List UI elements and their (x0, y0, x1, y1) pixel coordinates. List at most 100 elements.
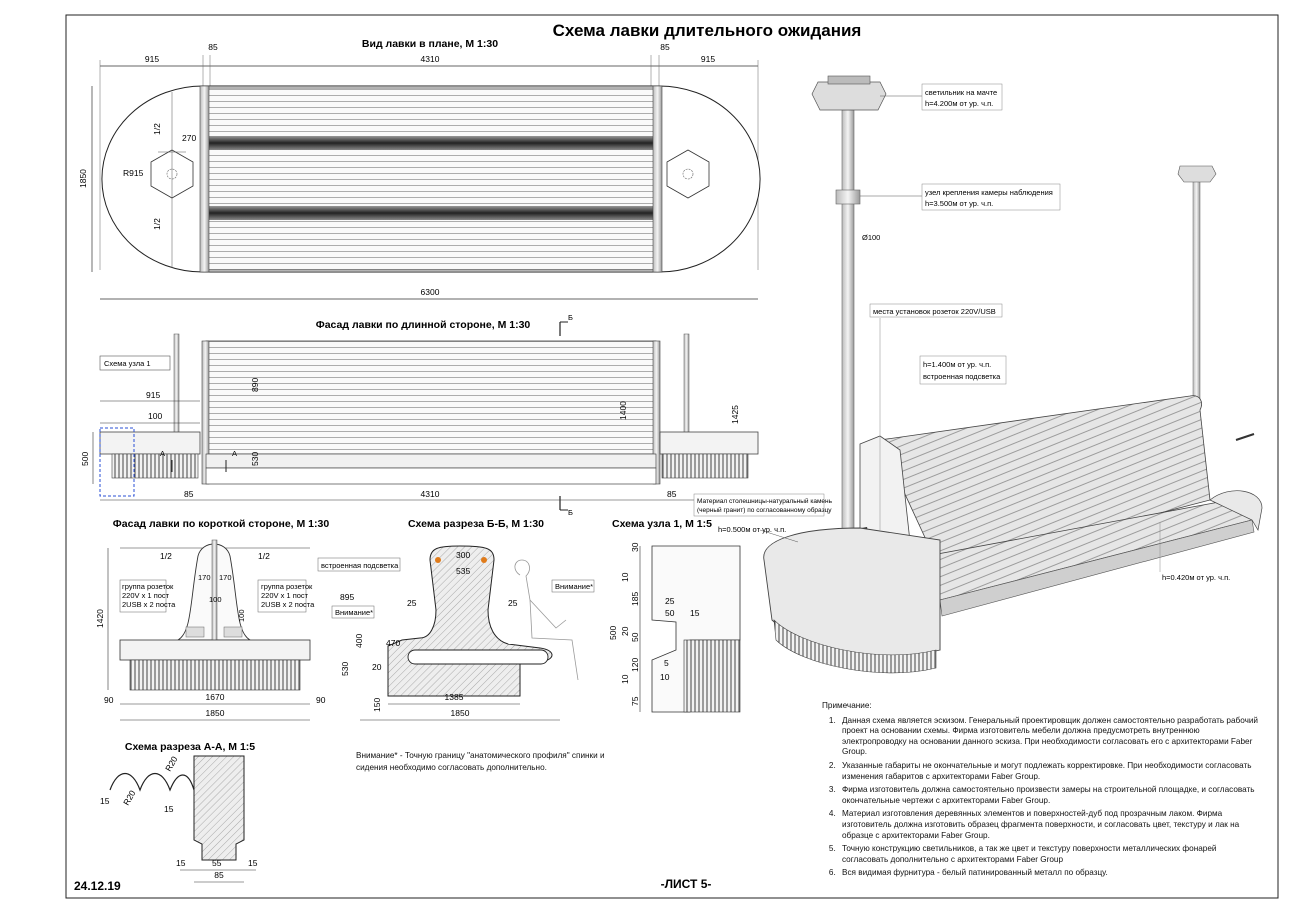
callout-h420: h=0.420м от ур. ч.п. (1162, 573, 1230, 582)
node-1-dim-500: 500 (608, 626, 618, 640)
callout-h500: h=0.500м от ур. ч.п. (718, 525, 786, 534)
plan-slats (205, 87, 657, 271)
facade-short-dim-100-left: 100 (209, 595, 222, 604)
section-mark-top: Б (568, 313, 573, 322)
facade-short-socket-left-3: 2USB x 2 поста (122, 600, 176, 609)
facade-long-dim-85-left: 85 (184, 489, 194, 499)
section-bb-dim-20: 20 (372, 662, 382, 672)
facade-long-title: Фасад лавки по длинной стороне, М 1:30 (316, 319, 531, 331)
callout-lamp-line2: h=4.200м от ур. ч.п. (925, 99, 993, 108)
facade-long-dim-530: 530 (250, 452, 260, 466)
facade-long-dim-500: 500 (80, 452, 90, 466)
lamp-post-back (1192, 179, 1201, 401)
section-aa-dim-15-d: 15 (248, 858, 258, 868)
node-1-highlight (99, 427, 135, 497)
facade-short-socket-right-1: группа розеток (261, 582, 313, 591)
section-aa-profile (193, 755, 245, 861)
section-bb-dim-1850: 1850 (451, 708, 470, 718)
facade-short-socket-left-2: 220V x 1 пост (122, 591, 170, 600)
section-aa-r20-b: R20 (121, 788, 138, 807)
bench-back (879, 395, 1211, 571)
facade-long-dim-4310: 4310 (421, 489, 440, 499)
section-mark-bottom: Б (568, 508, 573, 517)
facade-short-socket-right-3: 2USB x 2 поста (261, 600, 315, 609)
callout-lamp-line1: светильник на мачте (925, 88, 997, 97)
plan-dim-4310: 4310 (421, 54, 440, 64)
section-bb-dim-535: 535 (456, 566, 470, 576)
plan-dim-270: 270 (182, 133, 196, 143)
section-bb-light-label: встроенная подсветка (321, 561, 399, 570)
node-1-dim-10b: 10 (620, 674, 630, 684)
section-bb-dim-1385: 1385 (445, 692, 464, 702)
plan-dim-915-left: 915 (145, 54, 159, 64)
section-bb-dim-25-right: 25 (508, 598, 518, 608)
section-aa-dim-15-c: 15 (176, 858, 186, 868)
facade-long-view: Фасад лавки по длинной стороне, М 1:30 Б… (80, 313, 759, 517)
a-mark-right: A (232, 449, 237, 458)
perspective-view: светильник на мачте h=4.200м от ур. ч.п.… (693, 75, 1263, 674)
warning-note: Внимание* - Точную границу "анатомическо… (356, 751, 605, 772)
node-1-dim-20: 20 (620, 626, 630, 636)
facade-long-dim-100: 100 (148, 411, 162, 421)
section-bb-dim-895: 895 (340, 592, 354, 602)
notes-block: Примечание: Данная схема является эскизо… (822, 701, 1262, 882)
callout-camera-line2: h=3.500м от ур. ч.п. (925, 199, 993, 208)
facade-long-dim-1425: 1425 (730, 405, 740, 424)
callout-sockets: места установок розеток 220V/USB (873, 307, 996, 316)
note-item: Вся видимая фурнитура - белый патинирова… (838, 868, 1262, 879)
node-1-dim-185: 185 (630, 592, 640, 606)
lamp-head-back (1177, 165, 1217, 183)
lamp-head-front (811, 81, 887, 111)
callout-diameter: Ø100 (862, 233, 880, 242)
notes-heading: Примечание: (822, 701, 872, 710)
facade-short-dim-170-left: 170 (198, 573, 211, 582)
plan-dim-r915: R915 (123, 168, 144, 178)
node-1-dim-120: 120 (630, 658, 640, 672)
note-item: Указанные габариты не окончательные и мо… (838, 761, 1262, 782)
node-1-title: Схема узла 1, М 1:5 (612, 518, 712, 530)
node-1-dim-30: 30 (630, 542, 640, 552)
node-1-dim-75: 75 (630, 696, 640, 706)
facade-short-half-left: 1/2 (160, 551, 172, 561)
facade-long-dim-1400: 1400 (618, 401, 628, 420)
section-bb-view: Схема разреза Б-Б, М 1:30 300 535 встрое… (317, 518, 595, 721)
facade-long-dim-890: 890 (250, 378, 260, 392)
node-1-dim-10c: 10 (660, 672, 670, 682)
date-stamp: 24.12.19 (74, 879, 121, 893)
notes-list: Данная схема является эскизом. Генеральн… (822, 716, 1262, 879)
section-bb-dim-300: 300 (456, 550, 470, 560)
section-aa-title: Схема разреза А-А, М 1:5 (125, 741, 255, 753)
facade-short-view: Фасад лавки по короткой стороне, М 1:30 … (95, 518, 330, 721)
facade-short-dim-90-left: 90 (104, 695, 114, 705)
plan-dim-1850: 1850 (78, 169, 88, 188)
lamp-post-front (841, 109, 855, 561)
node-1-dim-5: 5 (664, 658, 669, 668)
callout-stone-line1: Материал столешницы-натуральный камень (697, 497, 833, 505)
node-1-dim-50a: 50 (630, 632, 640, 642)
facade-short-dim-1670: 1670 (206, 692, 225, 702)
plan-hexagon-right (666, 149, 710, 199)
a-mark-left: A (160, 449, 165, 458)
section-aa-r20-a: R20 (163, 754, 180, 773)
facade-short-dim-90-right: 90 (316, 695, 326, 705)
note-item: Фирма изготовитель должна самостоятельно… (838, 785, 1262, 806)
sheet-label: -ЛИСТ 5- (661, 877, 712, 891)
plan-dim-half-bottom: 1/2 (152, 218, 162, 230)
section-aa-dim-15-a: 15 (100, 796, 110, 806)
node-1-dim-50b: 50 (665, 608, 675, 618)
plan-dim-85-left: 85 (208, 42, 218, 52)
facade-long-dim-85-right: 85 (667, 489, 677, 499)
node-1-dim-15: 15 (690, 608, 700, 618)
plan-title: Вид лавки в плане, М 1:30 (362, 38, 498, 50)
plan-dim-half-top: 1/2 (152, 123, 162, 135)
note-item: Данная схема является эскизом. Генеральн… (838, 716, 1262, 758)
node-1-label: Схема узла 1 (104, 359, 151, 368)
section-aa-dim-55: 55 (212, 858, 222, 868)
section-aa-view: Схема разреза А-А, М 1:5 R20 R20 15 15 1… (100, 741, 258, 883)
facade-long-dim-915: 915 (146, 390, 160, 400)
facade-short-socket-right-2: 220V x 1 пост (261, 591, 309, 600)
node-1-dim-10a: 10 (620, 572, 630, 582)
callout-backlight-line1: h=1.400м от ур. ч.п. (923, 360, 991, 369)
facade-short-title: Фасад лавки по короткой стороне, М 1:30 (113, 518, 330, 530)
